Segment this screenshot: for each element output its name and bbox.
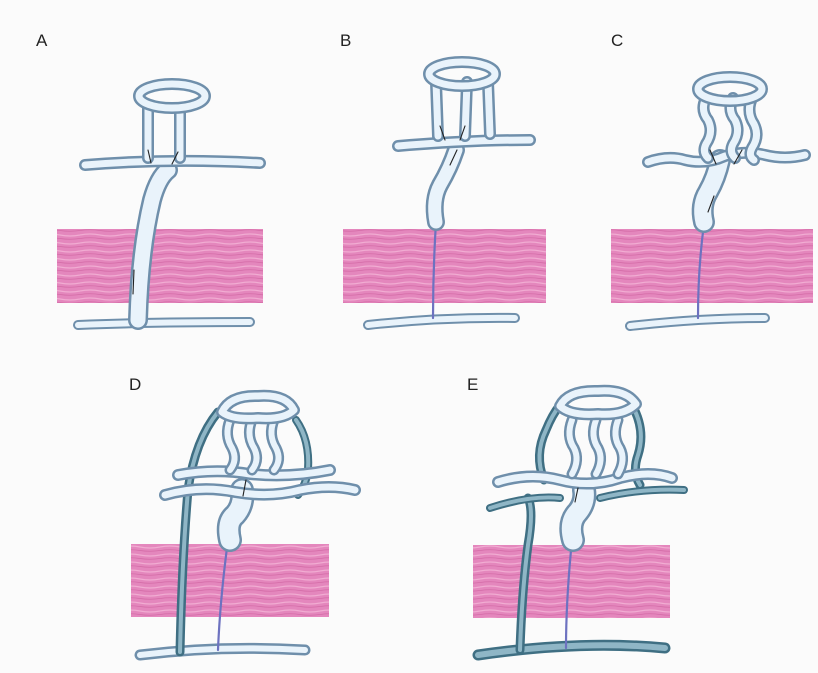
fascia-band-b [343, 229, 546, 303]
panel-label-d: D [129, 375, 141, 394]
panel-label-b: B [340, 31, 351, 50]
panel-label-c: C [611, 31, 623, 50]
panel-label-e: E [467, 375, 478, 394]
deep-vein-d [140, 648, 305, 655]
deep-vein-a [78, 322, 250, 325]
fascia-band-a [57, 229, 263, 303]
fascia-band-d [131, 544, 329, 617]
panel-label-a: A [36, 31, 48, 50]
bulbous-perforator-e [571, 490, 584, 540]
fascia-band-c [611, 229, 813, 303]
